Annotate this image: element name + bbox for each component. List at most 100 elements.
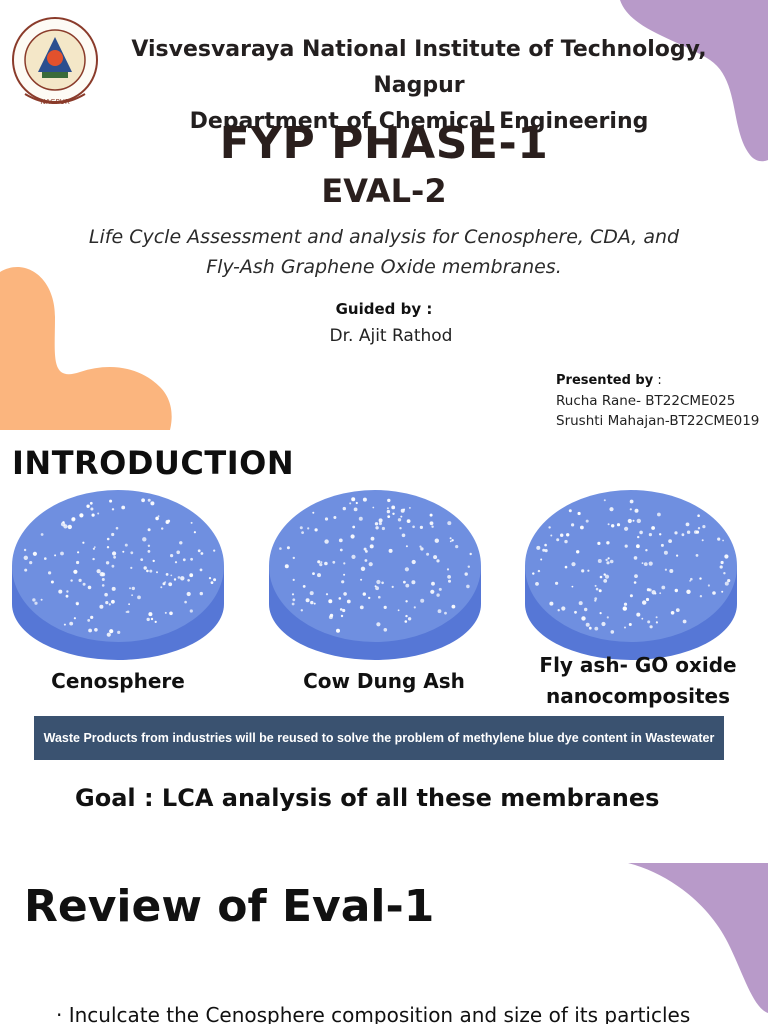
speckle-dot [376,579,381,585]
speckle-dot [549,601,554,606]
speckle-dot [149,569,153,573]
speckle-dot [561,606,566,611]
speckle-dot [455,545,459,549]
speckle-dot [581,616,586,621]
speckle-dot [604,574,610,579]
speckle-dot [67,524,72,530]
speckle-dot [179,541,183,545]
speckle-dot [160,586,163,589]
speckle-dot [603,573,606,576]
speckle-dot [655,621,658,624]
speckle-dot [400,508,405,513]
speckle-dot [106,537,110,541]
speckle-dot [328,615,333,620]
membrane-label-line: Fly ash- GO oxide [539,653,737,677]
speckle-dot [627,518,632,524]
speckle-dot [190,521,193,524]
membrane-label-cow-dung-ash: Cow Dung Ash [268,666,500,697]
speckle-dot [578,601,583,606]
speckle-dot [106,546,110,549]
speckle-dot [610,630,615,634]
speckle-dot [292,556,295,560]
speckle-dot [173,578,177,581]
speckle-dot [695,554,699,557]
speckle-dot [444,611,447,615]
speckle-dot [375,586,379,591]
speckle-dot [571,585,574,588]
speckle-dot [165,573,169,576]
speckle-dot [585,519,589,523]
speckle-dot [449,537,452,540]
speckle-dot [607,557,610,560]
speckle-dot [129,587,131,590]
speckle-dot [351,554,356,559]
speckle-dot [109,629,114,634]
speckle-dot [387,498,391,503]
speckle-dot [722,539,724,542]
speckle-dot [647,620,651,624]
speckle-dot [147,550,151,553]
speckle-dot [629,499,634,504]
speckle-dot [420,598,425,603]
speckle-dot [447,575,451,579]
speckle-dot [564,565,568,569]
speckle-dot [170,574,173,577]
speckle-dot [291,602,295,606]
speckle-dot [307,527,310,530]
speckle-dot [146,617,150,622]
speckle-dot [34,601,38,605]
speckle-dot [431,525,434,528]
speckle-dot [87,585,92,590]
speckle-dot [645,549,648,552]
speckle-dot [701,539,704,542]
speckle-dot [391,505,396,510]
speckle-dot [447,521,452,526]
speckle-dot [112,551,117,556]
project-subtitle: Life Cycle Assessment and analysis for C… [60,222,708,282]
speckle-dot [284,564,289,569]
speckle-dot [601,621,606,627]
speckle-dot [152,559,155,563]
speckle-dot [353,507,358,512]
speckle-dot [121,505,126,510]
speckle-dot [724,581,729,586]
speckle-dot [605,558,608,562]
speckle-dot [702,525,706,529]
speckle-dot [313,602,316,605]
speckle-dot [661,585,666,590]
speckle-dot [392,512,395,515]
speckle-dot [685,522,690,527]
speckle-dot [664,568,667,571]
speckle-dot [405,600,408,603]
speckle-dot [381,526,385,531]
speckle-dot [314,528,318,532]
speckle-dot [320,561,323,563]
speckle-dot [636,518,641,524]
speckle-dot [595,587,599,591]
speckle-dot [169,611,173,616]
speckle-dot [23,548,27,552]
speckle-dot [111,532,115,537]
speckle-dot [674,531,678,535]
speckle-dot [372,506,375,509]
speckle-dot [707,584,710,587]
speckle-dot [213,578,217,582]
speckle-dot [292,598,296,602]
speckle-dot [343,573,346,576]
speckle-dot [399,527,402,530]
guided-by-label: Guided by : [335,300,433,318]
speckle-dot [213,549,216,552]
speckle-dot [369,544,374,549]
speckle-dot [359,605,364,610]
speckle-dot [412,525,415,529]
speckle-dot [368,596,371,600]
speckle-dot [124,543,128,547]
presenter-2: Srushti Mahajan-BT22CME019 [556,413,760,429]
speckle-dot [29,561,33,565]
speckle-dot [564,539,568,544]
speckle-dot [50,580,54,584]
speckle-dot [319,563,323,567]
speckle-dot [690,577,693,581]
speckle-dot [532,572,535,575]
speckle-dot [633,556,638,560]
